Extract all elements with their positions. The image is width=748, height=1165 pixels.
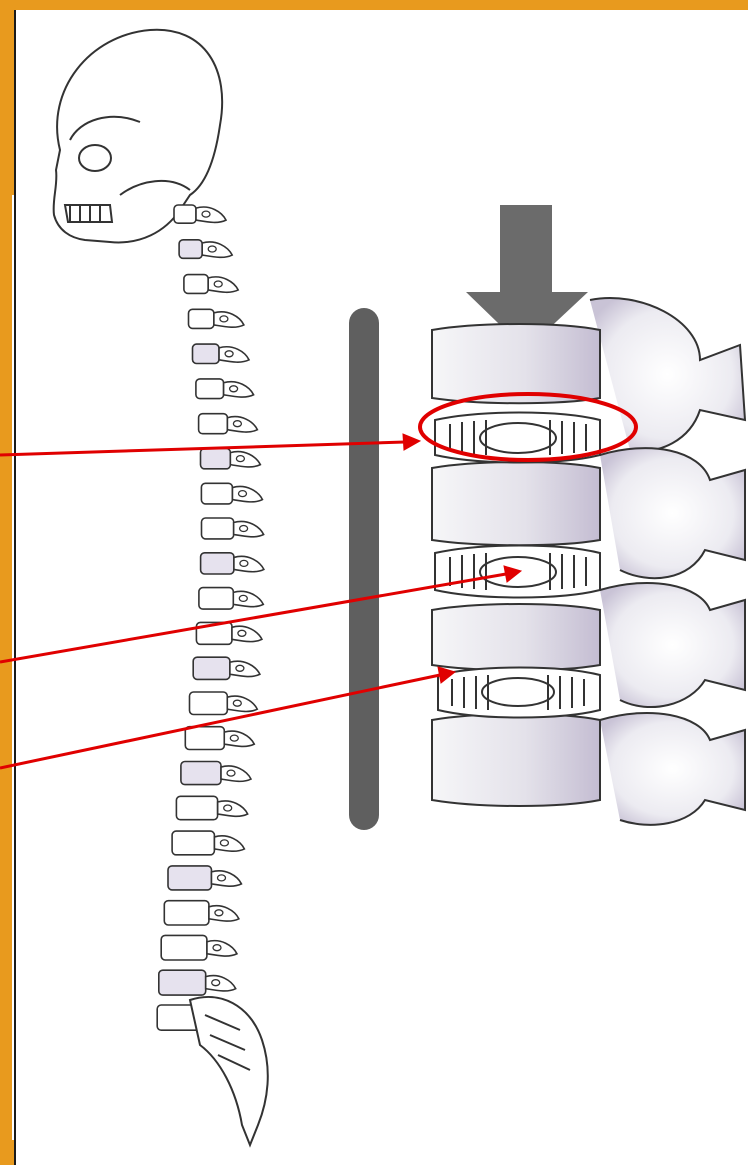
vertebra: [172, 831, 244, 855]
vertebra: [201, 483, 262, 504]
vertebra: [189, 309, 244, 328]
vertebra: [201, 553, 264, 574]
annotation-line-2: [0, 574, 506, 662]
vertebra: [161, 935, 237, 960]
vertebra: [164, 901, 239, 925]
column-bar: [349, 308, 379, 830]
vertebra: [174, 205, 226, 223]
sacrum: [190, 997, 268, 1145]
vertebra: [179, 240, 232, 258]
vertebra: [199, 414, 258, 434]
vertebra: [199, 588, 263, 610]
vertebra: [184, 275, 238, 294]
vertebra: [196, 379, 254, 399]
vertebra: [193, 657, 260, 679]
vertebra: [202, 518, 264, 539]
intervertebral-disc-bottom: [438, 668, 600, 718]
vertebra: [190, 692, 258, 715]
vertebra: [185, 727, 254, 750]
vertebra: [193, 344, 250, 363]
vertebra: [159, 970, 236, 995]
enlarged-vertebrae: [432, 298, 745, 825]
vertebra: [201, 449, 261, 469]
vertebra: [168, 866, 241, 890]
vertebra: [181, 762, 251, 785]
annotation-arrowhead-1: [403, 434, 420, 450]
vertebra: [176, 796, 247, 819]
